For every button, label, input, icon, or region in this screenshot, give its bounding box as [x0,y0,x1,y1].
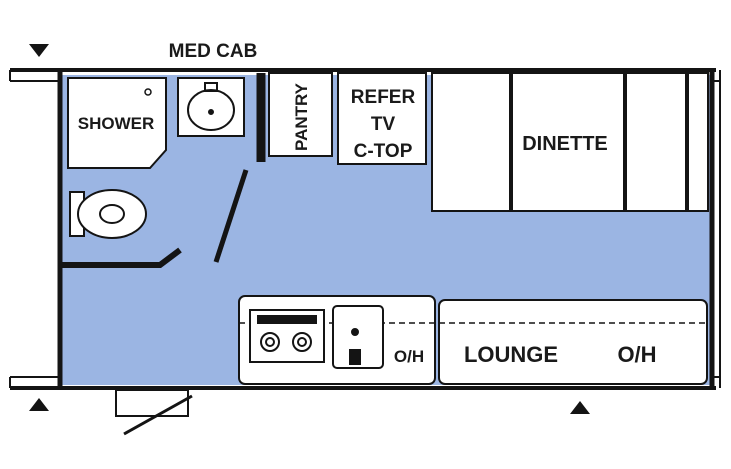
label-tv: TV [371,114,396,135]
exterior-walls [9,68,721,390]
stove-icon [249,309,325,363]
label-lounge: LOUNGE [464,342,558,367]
galley-sink-icon [332,305,384,369]
door-icon [115,389,193,436]
toilet-icon [69,189,147,239]
bath-bottom-wall [62,247,182,268]
label-shower: SHOWER [78,114,155,133]
label-dinette: DINETTE [522,133,608,155]
label-refer: REFER [351,87,416,108]
label-lounge-oh: O/H [617,342,656,367]
label-ctop: C-TOP [354,141,413,162]
refer-cabinet [337,72,427,165]
label-med-cab: MED CAB [169,41,258,62]
label-galley-oh: O/H [394,347,424,366]
arrow-up-marker-icon [29,398,49,411]
arrow-up-marker-icon [570,401,590,414]
arrow-down-marker-icon [29,44,49,57]
dinette [431,72,709,212]
sink-icon [187,82,235,131]
shower [67,77,167,169]
pantry [268,72,333,157]
lounge [438,299,708,385]
label-pantry: PANTRY [292,82,311,151]
bath-door [213,169,249,263]
shower-drain-icon [144,88,152,96]
